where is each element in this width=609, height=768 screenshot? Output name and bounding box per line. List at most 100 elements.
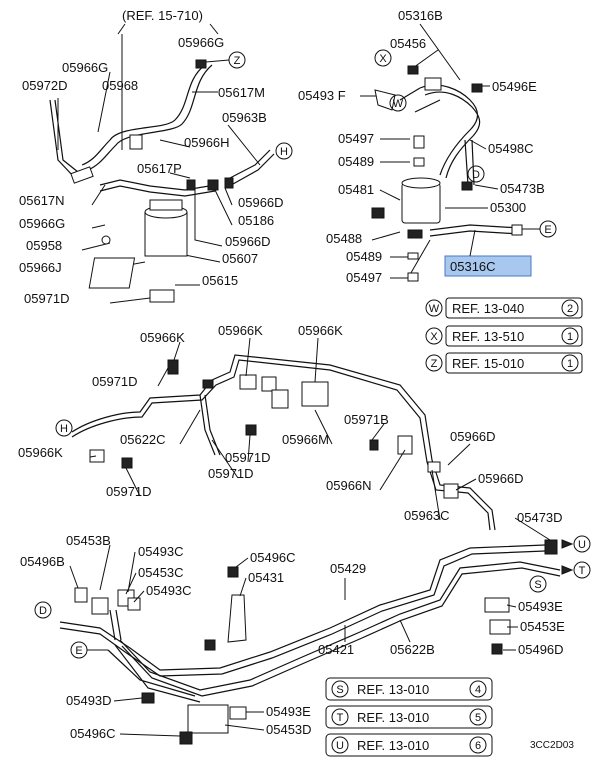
svg-text:5: 5 <box>475 712 481 724</box>
label-05316B[interactable]: 05316B <box>398 8 443 23</box>
label-05496D[interactable]: 05496D <box>518 642 564 657</box>
label-05966K-c[interactable]: 05966K <box>298 323 343 338</box>
svg-text:E: E <box>75 645 82 657</box>
label-05966J[interactable]: 05966J <box>19 260 62 275</box>
label-05497-a[interactable]: 05497 <box>338 131 374 146</box>
label-05493C-b[interactable]: 05493C <box>146 583 192 598</box>
header-ref: (REF. 15-710) <box>122 8 203 23</box>
label-05453C[interactable]: 05453C <box>138 565 184 580</box>
fuel-filter-05300 <box>401 182 441 224</box>
label-05493F[interactable]: 05493 F <box>298 88 346 103</box>
label-05971D-a[interactable]: 05971D <box>24 291 70 306</box>
svg-text:2: 2 <box>567 303 573 315</box>
label-05493D[interactable]: 05493D <box>66 693 112 708</box>
hose-05316C <box>429 224 521 237</box>
svg-text:1: 1 <box>567 331 573 343</box>
label-05496C-a[interactable]: 05496C <box>250 550 296 565</box>
ref-box-X[interactable]: X REF. 13-510 1 <box>425 325 583 347</box>
svg-text:E: E <box>544 224 551 236</box>
pipe-05421 <box>119 561 561 697</box>
ref-box-W[interactable]: W REF. 13-040 2 <box>425 297 583 319</box>
label-05453D[interactable]: 05453D <box>266 722 312 737</box>
svg-text:S: S <box>534 579 541 591</box>
label-05971D-c[interactable]: 05971D <box>225 450 271 465</box>
label-05966G-mid[interactable]: 05966G <box>19 216 65 231</box>
label-05966D-c[interactable]: 05966D <box>450 429 496 444</box>
label-05431[interactable]: 05431 <box>248 570 284 585</box>
label-05473B[interactable]: 05473B <box>500 181 545 196</box>
label-05966G-top[interactable]: 05966G <box>178 35 224 50</box>
label-05498C[interactable]: 05498C <box>488 141 534 156</box>
label-05971D-e[interactable]: 05971D <box>106 484 152 499</box>
label-05496B[interactable]: 05496B <box>20 554 65 569</box>
label-05496C-b[interactable]: 05496C <box>70 726 116 741</box>
label-05300[interactable]: 05300 <box>490 200 526 215</box>
svg-text:U: U <box>336 740 344 752</box>
label-05481[interactable]: 05481 <box>338 182 374 197</box>
label-05497-b[interactable]: 05497 <box>346 270 382 285</box>
label-05456[interactable]: 05456 <box>390 36 426 51</box>
label-05966M[interactable]: 05966M <box>282 432 329 447</box>
label-05493E-a[interactable]: 05493E <box>518 599 563 614</box>
label-05316C[interactable]: 05316C <box>450 259 496 274</box>
svg-text:REF. 13-010: REF. 13-010 <box>357 738 429 753</box>
label-05963C[interactable]: 05963C <box>404 508 450 523</box>
label-05966G-left[interactable]: 05966G <box>62 60 108 75</box>
ref-box-U[interactable]: U REF. 13-010 6 <box>325 733 493 757</box>
svg-text:U: U <box>578 539 586 551</box>
label-05186[interactable]: 05186 <box>238 213 274 228</box>
label-05615[interactable]: 05615 <box>202 273 238 288</box>
label-05958[interactable]: 05958 <box>26 238 62 253</box>
label-05963B[interactable]: 05963B <box>222 110 267 125</box>
label-05493E-b[interactable]: 05493E <box>266 704 311 719</box>
svg-text:D: D <box>39 605 47 617</box>
callout-E-top: E <box>522 220 557 238</box>
pipe-05622C <box>71 354 496 531</box>
label-05966D-d[interactable]: 05966D <box>478 471 524 486</box>
hose-05617M <box>81 64 206 166</box>
callout-H-mid: H <box>55 419 73 437</box>
label-05453E[interactable]: 05453E <box>520 619 565 634</box>
label-05971B[interactable]: 05971B <box>344 412 389 427</box>
label-05966D-b[interactable]: 05966D <box>225 234 271 249</box>
label-05622B[interactable]: 05622B <box>390 642 435 657</box>
svg-text:H: H <box>280 146 288 158</box>
label-05971D-b[interactable]: 05971D <box>92 374 138 389</box>
svg-text:T: T <box>337 712 344 724</box>
label-05496E[interactable]: 05496E <box>492 79 537 94</box>
svg-text:REF. 13-010: REF. 13-010 <box>357 682 429 697</box>
label-05971D-d[interactable]: 05971D <box>208 466 254 481</box>
label-05968[interactable]: 05968 <box>102 78 138 93</box>
label-05966K-b[interactable]: 05966K <box>218 323 263 338</box>
label-05429[interactable]: 05429 <box>330 561 366 576</box>
label-05493C-a[interactable]: 05493C <box>138 544 184 559</box>
label-05453B[interactable]: 05453B <box>66 533 111 548</box>
label-05473D[interactable]: 05473D <box>517 510 563 525</box>
label-05607[interactable]: 05607 <box>222 251 258 266</box>
label-05966D-a[interactable]: 05966D <box>238 195 284 210</box>
label-05617N[interactable]: 05617N <box>19 193 65 208</box>
label-05617M[interactable]: 05617M <box>218 85 265 100</box>
label-05622C[interactable]: 05622C <box>120 432 166 447</box>
label-05489-a[interactable]: 05489 <box>338 154 374 169</box>
label-05966N[interactable]: 05966N <box>326 478 372 493</box>
callout-U: U <box>561 535 591 553</box>
svg-text:X: X <box>430 331 438 343</box>
svg-text:REF. 13-510: REF. 13-510 <box>452 329 524 344</box>
svg-text:D: D <box>472 169 480 181</box>
label-05489-b[interactable]: 05489 <box>346 249 382 264</box>
ref-box-Z[interactable]: Z REF. 15-010 1 <box>425 352 583 374</box>
svg-text:REF. 13-040: REF. 13-040 <box>452 301 524 316</box>
label-05966K-d[interactable]: 05966K <box>18 445 63 460</box>
svg-text:T: T <box>579 565 586 577</box>
svg-text:W: W <box>429 303 440 315</box>
callout-E-low: E <box>70 641 108 659</box>
label-05966H[interactable]: 05966H <box>184 135 230 150</box>
label-05966K-a[interactable]: 05966K <box>140 330 185 345</box>
label-05972D[interactable]: 05972D <box>22 78 68 93</box>
label-05488[interactable]: 05488 <box>326 231 362 246</box>
ref-box-T[interactable]: T REF. 13-010 5 <box>325 705 493 729</box>
ref-box-S[interactable]: S REF. 13-010 4 <box>325 677 493 701</box>
label-05617P[interactable]: 05617P <box>137 161 182 176</box>
